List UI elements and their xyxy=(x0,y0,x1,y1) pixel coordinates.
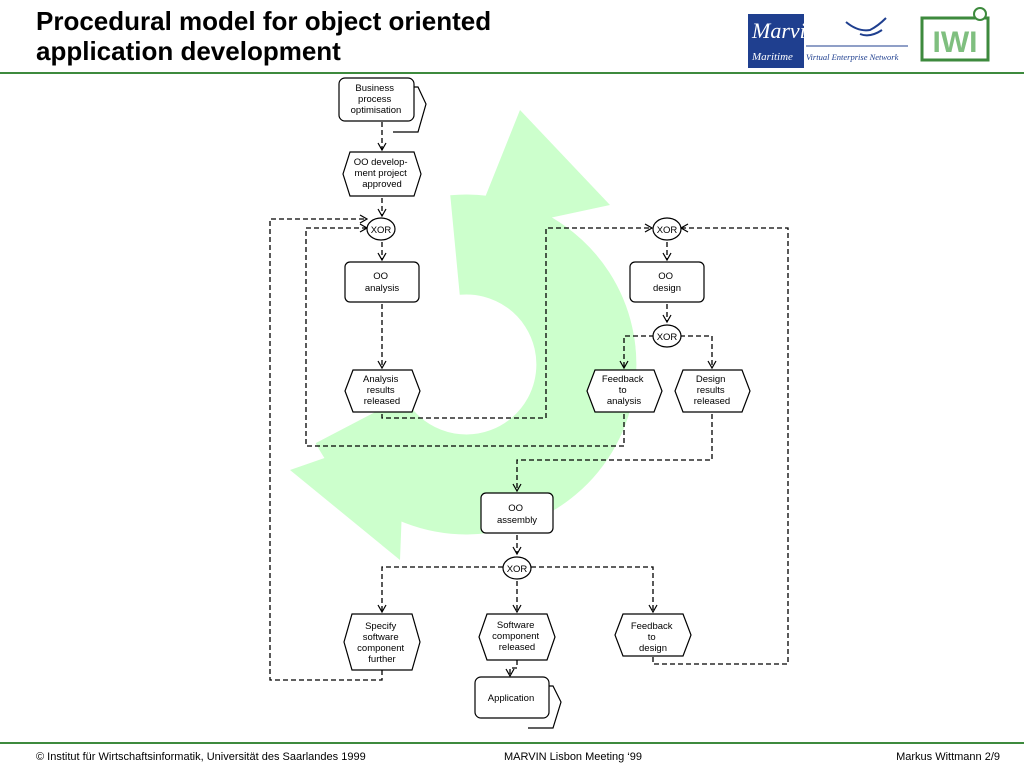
iwi-logo-text: IWI xyxy=(933,26,978,59)
event-oo-dev-approved-line-3: approved xyxy=(362,179,402,190)
node-business-process-line-1: Business xyxy=(355,83,394,94)
node-application: Application xyxy=(474,676,562,729)
event-feedback-analysis-line-1: Feedback xyxy=(602,374,644,385)
event-feedback-analysis: Feedback to analysis xyxy=(586,369,663,413)
footer-author-page: Markus Wittmann 2/9 xyxy=(896,751,1000,763)
function-oo-assembly-line-2: assembly xyxy=(497,515,537,526)
footer-copyright: © Institut für Wirtschaftsinformatik, Un… xyxy=(36,751,366,763)
node-business-process-line-3: optimisation xyxy=(351,105,402,116)
title-line-2: application development xyxy=(36,36,341,66)
cycle-arrow-graphic xyxy=(290,110,637,560)
header-divider xyxy=(0,72,1024,74)
function-oo-design-line-1: OO xyxy=(658,271,673,282)
svg-text:Feedback to analys: Feedback to analysis xyxy=(602,374,646,407)
page-title: Procedural model for object oriented app… xyxy=(36,6,636,66)
svg-text:OO assembly: OO assembly xyxy=(497,503,537,526)
event-analysis-released: Analysis results released xyxy=(344,369,421,413)
node-business-process: Business process optimisation xyxy=(338,77,427,133)
event-component-released-line-2: component xyxy=(492,631,539,642)
xor-label-4: XOR xyxy=(507,564,528,575)
event-component-released-line-1: Software xyxy=(497,620,535,631)
svg-text:OO develop- ment project: OO develop- ment project approved xyxy=(354,157,411,190)
event-component-released: Software component released xyxy=(478,613,556,661)
function-oo-assembly: OO assembly xyxy=(480,492,554,534)
event-specify-component-line-3: component xyxy=(357,643,404,654)
function-oo-analysis-line-1: OO xyxy=(373,271,388,282)
marvin-logo: Marvin Maritime Virtual Enterprise Netwo… xyxy=(748,14,908,68)
connectors xyxy=(269,122,789,681)
event-feedback-design-line-3: design xyxy=(639,643,667,654)
function-oo-analysis: OO analysis xyxy=(344,261,420,303)
event-analysis-released-line-2: results xyxy=(367,385,395,396)
marvin-logo-small: Maritime xyxy=(751,51,793,63)
svg-text:OO design: OO design xyxy=(653,271,681,294)
xor-connector-3: XOR xyxy=(652,324,682,348)
iwi-logo: IWI xyxy=(920,7,990,62)
event-specify-component-line-1: Specify xyxy=(365,621,396,632)
event-component-released-line-3: released xyxy=(499,642,535,653)
xor-connector-1: XOR xyxy=(366,217,396,241)
event-feedback-design-line-2: to xyxy=(648,632,656,643)
event-design-released-line-2: results xyxy=(697,385,725,396)
event-design-released-line-3: released xyxy=(694,396,730,407)
marvin-logo-big: Marvin xyxy=(751,18,817,43)
event-specify-component: Specify software component further xyxy=(343,613,421,671)
svg-text:Feedback to design: Feedback to design xyxy=(631,621,675,654)
node-application-label: Application xyxy=(488,693,534,704)
event-feedback-design: Feedback to design xyxy=(614,613,692,657)
event-oo-dev-approved: OO develop- ment project approved xyxy=(342,151,422,197)
title-line-1: Procedural model for object oriented xyxy=(36,6,492,36)
event-analysis-released-line-1: Analysis xyxy=(363,374,399,385)
svg-text:Software component: Software component released xyxy=(492,620,542,653)
xor-connector-4: XOR xyxy=(502,556,532,580)
svg-text:Analysis results r: Analysis results released xyxy=(363,374,401,407)
event-feedback-analysis-line-2: to xyxy=(619,385,627,396)
event-oo-dev-approved-line-2: ment project xyxy=(355,168,408,179)
footer-meeting: MARVIN Lisbon Meeting ‘99 xyxy=(504,751,642,763)
function-oo-assembly-line-1: OO xyxy=(508,503,523,514)
svg-text:Specify software c: Specify software component further xyxy=(357,621,407,665)
function-oo-analysis-line-2: analysis xyxy=(365,283,400,294)
function-oo-design: OO design xyxy=(629,261,705,303)
footer-divider xyxy=(0,742,1024,744)
xor-label-3: XOR xyxy=(657,332,678,343)
event-oo-dev-approved-line-1: OO develop- xyxy=(354,157,408,168)
event-feedback-analysis-line-3: analysis xyxy=(607,396,642,407)
event-specify-component-line-4: further xyxy=(368,654,395,665)
xor-label-2: XOR xyxy=(657,225,678,236)
svg-text:Design results rel: Design results released xyxy=(694,374,730,407)
event-design-released: Design results released xyxy=(674,369,751,413)
xor-label-1: XOR xyxy=(371,225,392,236)
svg-text:OO analysis: OO analysis xyxy=(365,271,400,294)
event-design-released-line-1: Design xyxy=(696,374,726,385)
event-analysis-released-line-3: released xyxy=(364,396,400,407)
event-specify-component-line-2: software xyxy=(363,632,399,643)
event-feedback-design-line-1: Feedback xyxy=(631,621,673,632)
node-business-process-line-2: process xyxy=(358,94,392,105)
marvin-logo-tag: Virtual Enterprise Network xyxy=(806,52,899,62)
function-oo-design-line-2: design xyxy=(653,283,681,294)
svg-text:Business process o: Business process optimisation xyxy=(351,83,402,116)
xor-connector-2: XOR xyxy=(652,217,682,241)
